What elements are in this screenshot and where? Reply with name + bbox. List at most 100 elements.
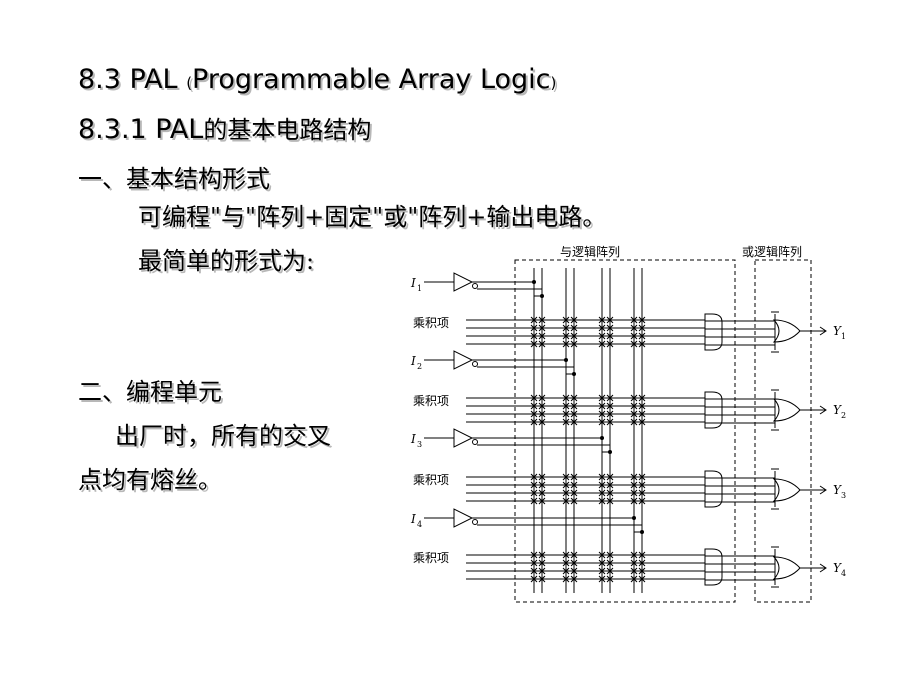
fuse-cross — [638, 559, 646, 567]
fuse-cross — [538, 473, 546, 481]
fuse-cross — [630, 559, 638, 567]
and-array-label: 与逻辑阵列 — [560, 245, 620, 259]
fuse-cross — [638, 551, 646, 559]
fuse-cross — [598, 410, 606, 418]
section2-heading: 二、编程单元 — [78, 378, 222, 406]
input-buffer — [453, 508, 474, 528]
fuse-cross — [538, 324, 546, 332]
junction-dot — [532, 280, 536, 284]
fuse-cross — [570, 497, 578, 505]
fuse-cross — [638, 332, 646, 340]
fuse-cross — [538, 489, 546, 497]
input-buffer — [453, 272, 474, 292]
fuse-cross — [598, 481, 606, 489]
input-buffer — [453, 428, 474, 448]
fuse-cross — [630, 567, 638, 575]
fuse-cross — [638, 418, 646, 426]
fuse-cross — [630, 497, 638, 505]
fuse-cross — [562, 410, 570, 418]
fuse-cross — [598, 316, 606, 324]
title-paren-open: ( — [186, 74, 193, 92]
fuse-cross — [638, 575, 646, 583]
fuse-cross — [630, 489, 638, 497]
fuse-cross — [538, 497, 546, 505]
subsection-number: 8.3.1 PAL — [78, 114, 204, 145]
product-term-label: 乘积项 — [413, 551, 449, 565]
fuse-cross — [562, 551, 570, 559]
fuse-cross — [530, 394, 538, 402]
fuse-cross — [606, 497, 614, 505]
section2-line2: 点均有熔丝。 — [78, 466, 222, 494]
fuse-cross — [530, 559, 538, 567]
fuse-cross — [598, 324, 606, 332]
fuse-cross — [562, 567, 570, 575]
or-gate — [772, 319, 801, 343]
fuse-cross — [638, 324, 646, 332]
fuse-cross — [630, 418, 638, 426]
fuse-cross — [538, 481, 546, 489]
subsection-title-cn: 的基本电路结构 — [203, 116, 372, 144]
fuse-cross — [562, 316, 570, 324]
fuse-cross — [630, 473, 638, 481]
fuse-cross — [638, 316, 646, 324]
input-buffer — [453, 350, 474, 370]
inverter-bubble — [472, 361, 478, 367]
fuse-cross — [562, 418, 570, 426]
fuse-cross — [606, 402, 614, 410]
output-label-subscript: 4 — [841, 569, 846, 578]
title-section-number: 8.3 PAL — [78, 64, 178, 95]
fuse-cross — [630, 340, 638, 348]
subsection-title: 8.3.1 PAL的基本电路结构 — [78, 116, 371, 143]
fuse-cross — [598, 473, 606, 481]
output-arrow — [819, 326, 827, 336]
fuse-cross — [538, 551, 546, 559]
fuse-cross — [570, 559, 578, 567]
inverter-bubble — [472, 283, 478, 289]
and-gate — [704, 470, 723, 508]
fuse-cross — [562, 394, 570, 402]
fuse-cross — [606, 316, 614, 324]
input-label-subscript: 4 — [417, 520, 422, 529]
fuse-cross — [538, 418, 546, 426]
or-array-box — [754, 259, 812, 603]
fuse-cross — [606, 394, 614, 402]
product-term-label: 乘积项 — [413, 394, 449, 408]
fuse-cross — [598, 394, 606, 402]
fuse-cross — [570, 394, 578, 402]
inverter-bubble — [472, 439, 478, 445]
fuse-cross — [570, 481, 578, 489]
fuse-cross — [606, 481, 614, 489]
fuse-cross — [530, 324, 538, 332]
fuse-cross — [570, 402, 578, 410]
and-gate — [704, 391, 723, 429]
fuse-cross — [570, 324, 578, 332]
fuse-cross — [598, 418, 606, 426]
section2-line1: 出厂时，所有的交叉 — [115, 422, 331, 450]
fuse-cross — [630, 332, 638, 340]
fuse-cross — [598, 497, 606, 505]
fuse-cross — [530, 332, 538, 340]
fuse-cross — [570, 332, 578, 340]
fuse-cross — [538, 567, 546, 575]
fuse-cross — [638, 410, 646, 418]
fuse-cross — [606, 324, 614, 332]
fuse-cross — [606, 489, 614, 497]
input-label: I — [410, 276, 416, 290]
fuse-cross — [570, 551, 578, 559]
fuse-cross — [598, 402, 606, 410]
fuse-cross — [638, 497, 646, 505]
output-label: Y — [833, 324, 842, 338]
fuse-cross — [530, 567, 538, 575]
fuse-cross — [538, 332, 546, 340]
fuse-cross — [538, 340, 546, 348]
fuse-cross — [562, 497, 570, 505]
fuse-cross — [606, 332, 614, 340]
fuse-cross — [630, 410, 638, 418]
fuse-cross — [606, 575, 614, 583]
fuse-cross — [606, 340, 614, 348]
slide-title: 8.3 PAL (Programmable Array Logic) — [78, 66, 556, 93]
junction-dot — [564, 358, 568, 362]
or-gate — [772, 398, 801, 422]
fuse-cross — [570, 567, 578, 575]
